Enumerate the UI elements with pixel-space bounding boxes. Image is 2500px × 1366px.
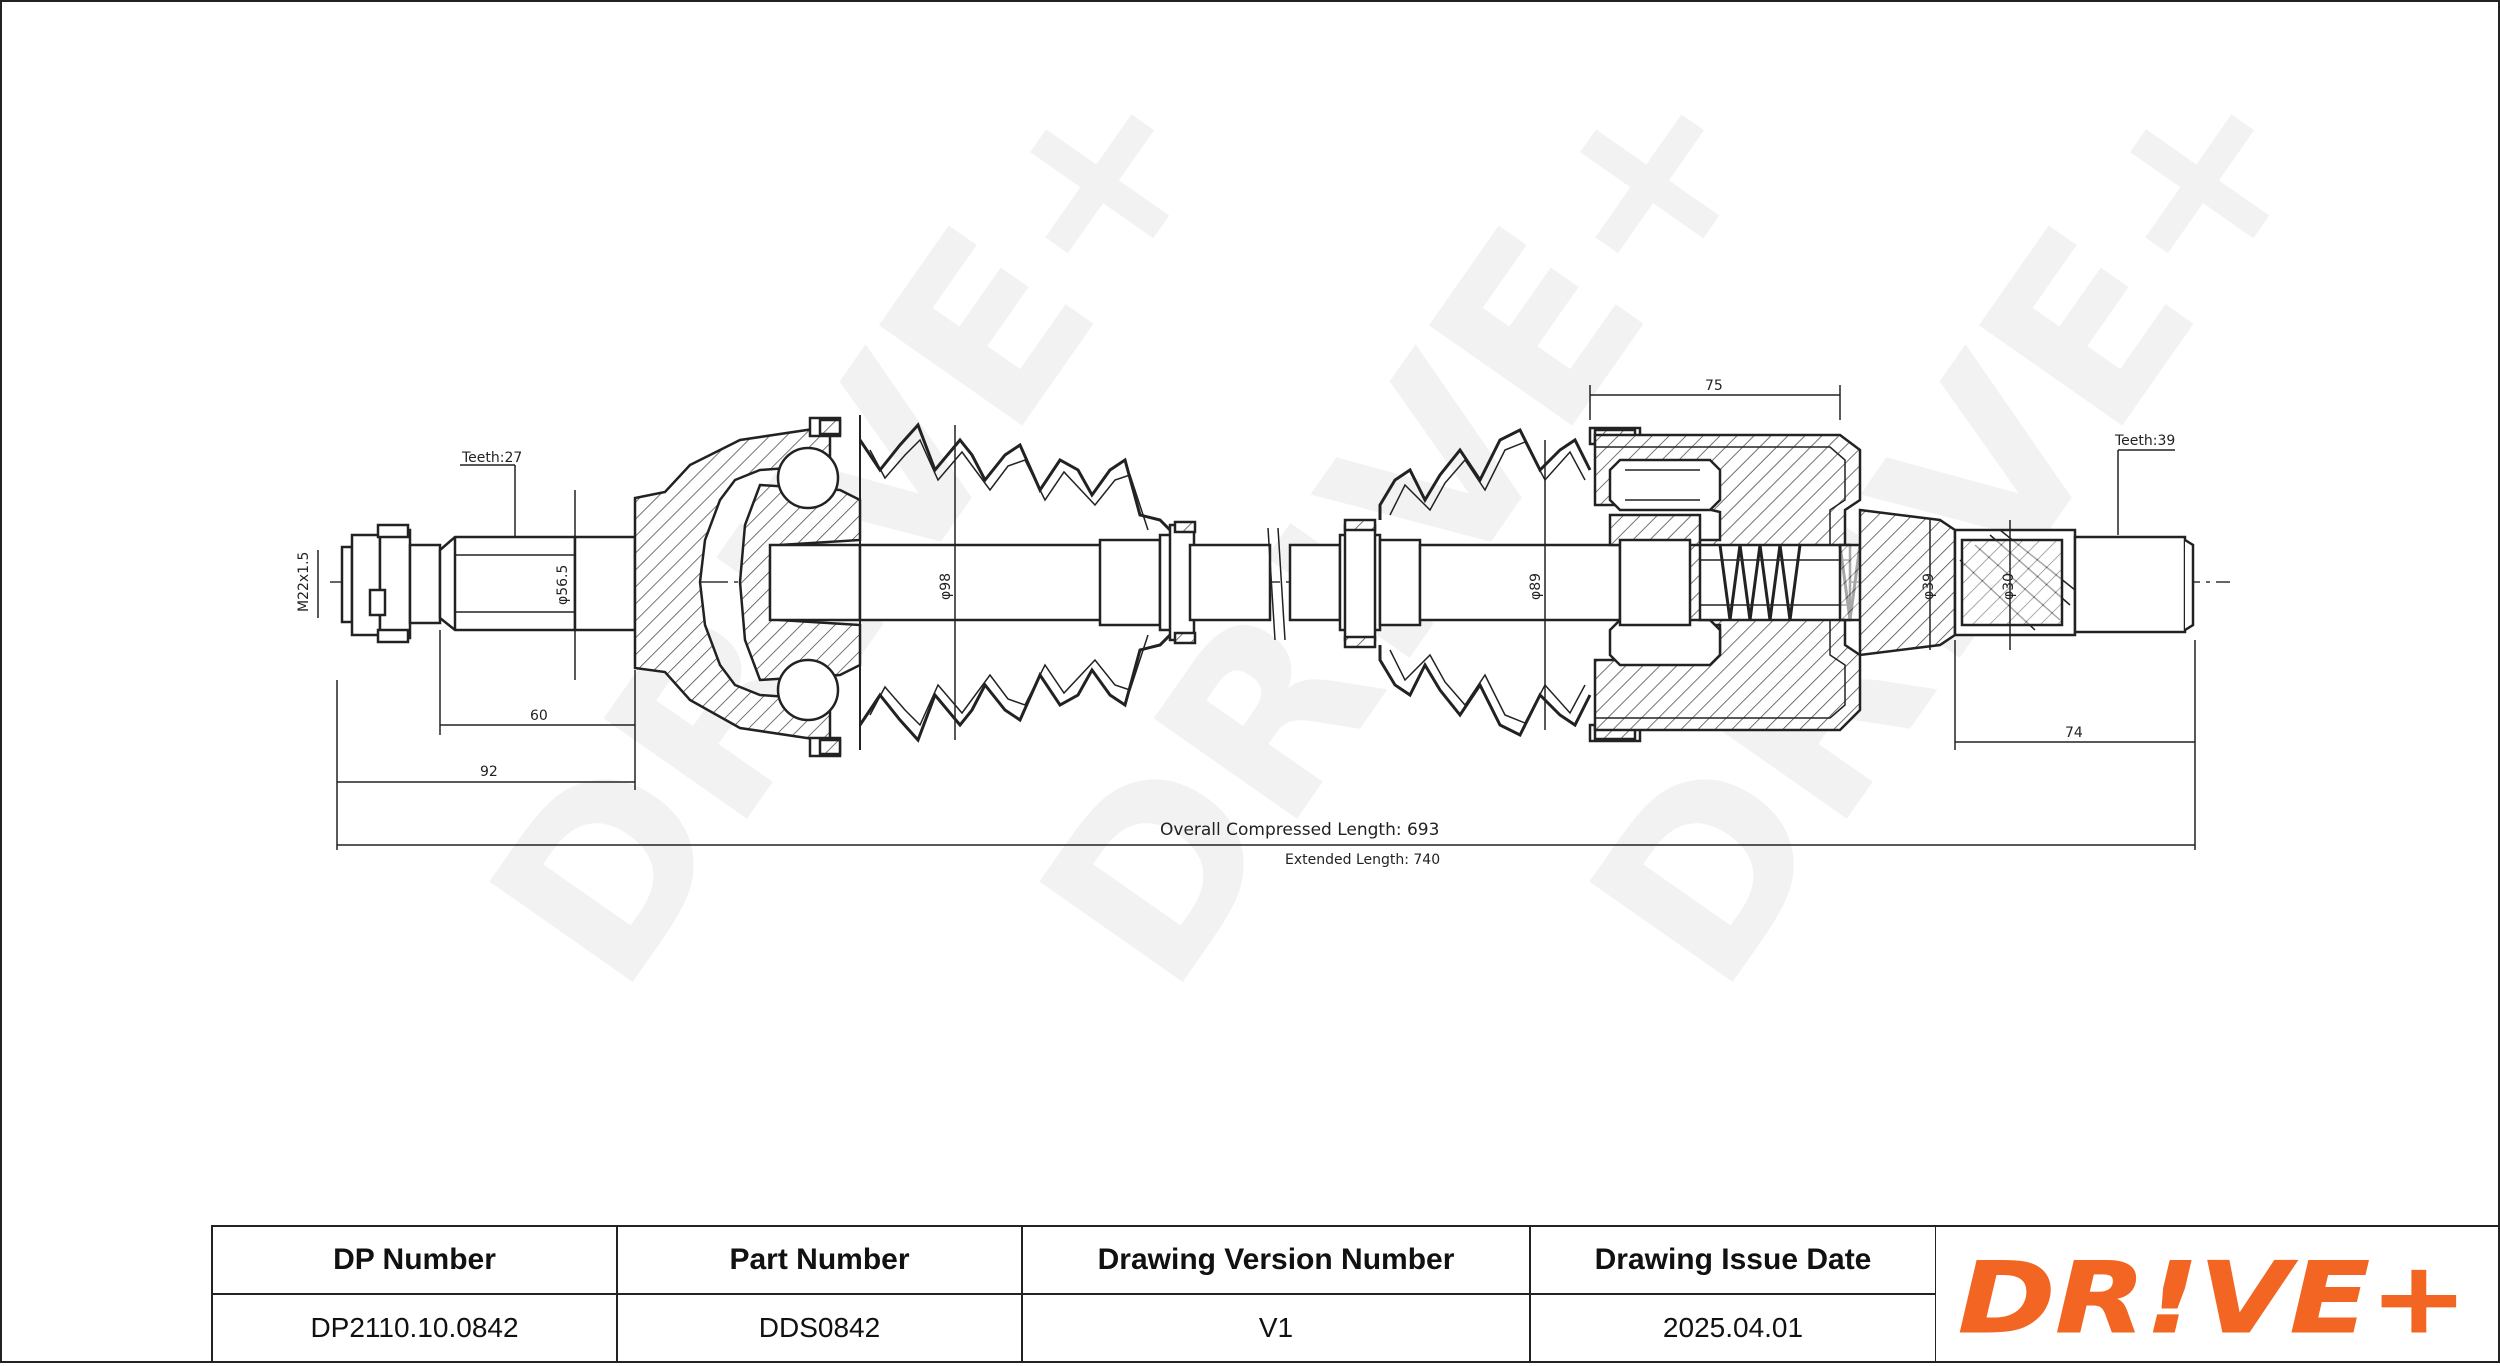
boot-clamps-left <box>808 416 842 758</box>
outer-boot <box>858 422 1177 537</box>
len-75-label: 75 <box>1705 378 1723 394</box>
dia-30-label: φ30 <box>2001 573 2017 600</box>
watermarks: DR!VE+ DR!VE+ DR!VE+ <box>437 17 2365 1033</box>
extended-length-label: Extended Length: 740 <box>1285 852 1440 868</box>
teeth-left-label: Teeth:27 <box>461 450 522 466</box>
teeth-right-label: Teeth:39 <box>2114 433 2175 449</box>
dia-39-label: φ39 <box>1921 573 1937 600</box>
drive-logo: DR!VE+ <box>1958 1242 2469 1357</box>
tripod-roller-bottom <box>1608 618 1722 667</box>
overall-length-label: Overall Compressed Length: 693 <box>1160 820 1439 840</box>
header-part-number: Part Number <box>616 1225 1023 1295</box>
dia-565-label: φ56.5 <box>555 565 571 605</box>
inner-boot <box>1378 427 1592 520</box>
tripod-spider <box>1618 538 1692 627</box>
right-stub <box>1858 508 2195 657</box>
spring-left <box>1718 544 1802 621</box>
logo-cell: DR!VE+ <box>1936 1225 2500 1363</box>
outer-cv-inner-race <box>768 543 862 622</box>
value-issue-date: 2025.04.01 <box>1529 1293 1937 1363</box>
cv-balls <box>776 446 840 722</box>
dia-98-label: φ98 <box>938 573 954 600</box>
value-dp-number: DP2110.10.0842 <box>211 1293 618 1363</box>
title-block-table: DP Number Part Number Drawing Version Nu… <box>211 1225 1937 1363</box>
len-92-label: 92 <box>480 764 498 780</box>
len-60-label: 60 <box>530 708 548 724</box>
title-block: DP Number Part Number Drawing Version Nu… <box>211 1225 2500 1363</box>
thread-label: M22x1.5 <box>296 552 312 612</box>
half-shaft <box>858 518 1622 649</box>
left-collar <box>573 535 637 632</box>
header-dp-number: DP Number <box>211 1225 618 1295</box>
header-drawing-version: Drawing Version Number <box>1021 1225 1531 1295</box>
logo-text: DR!VE+ <box>1958 1242 2468 1356</box>
value-part-number: DDS0842 <box>616 1293 1023 1363</box>
dia-89-label: φ89 <box>1528 573 1544 600</box>
header-issue-date: Drawing Issue Date <box>1529 1225 1937 1295</box>
value-drawing-version: V1 <box>1021 1293 1531 1363</box>
outer-cv-housing <box>633 426 832 742</box>
tripod-roller-top <box>1608 458 1722 512</box>
len-74-label: 74 <box>2065 725 2083 741</box>
left-nut <box>340 523 442 644</box>
